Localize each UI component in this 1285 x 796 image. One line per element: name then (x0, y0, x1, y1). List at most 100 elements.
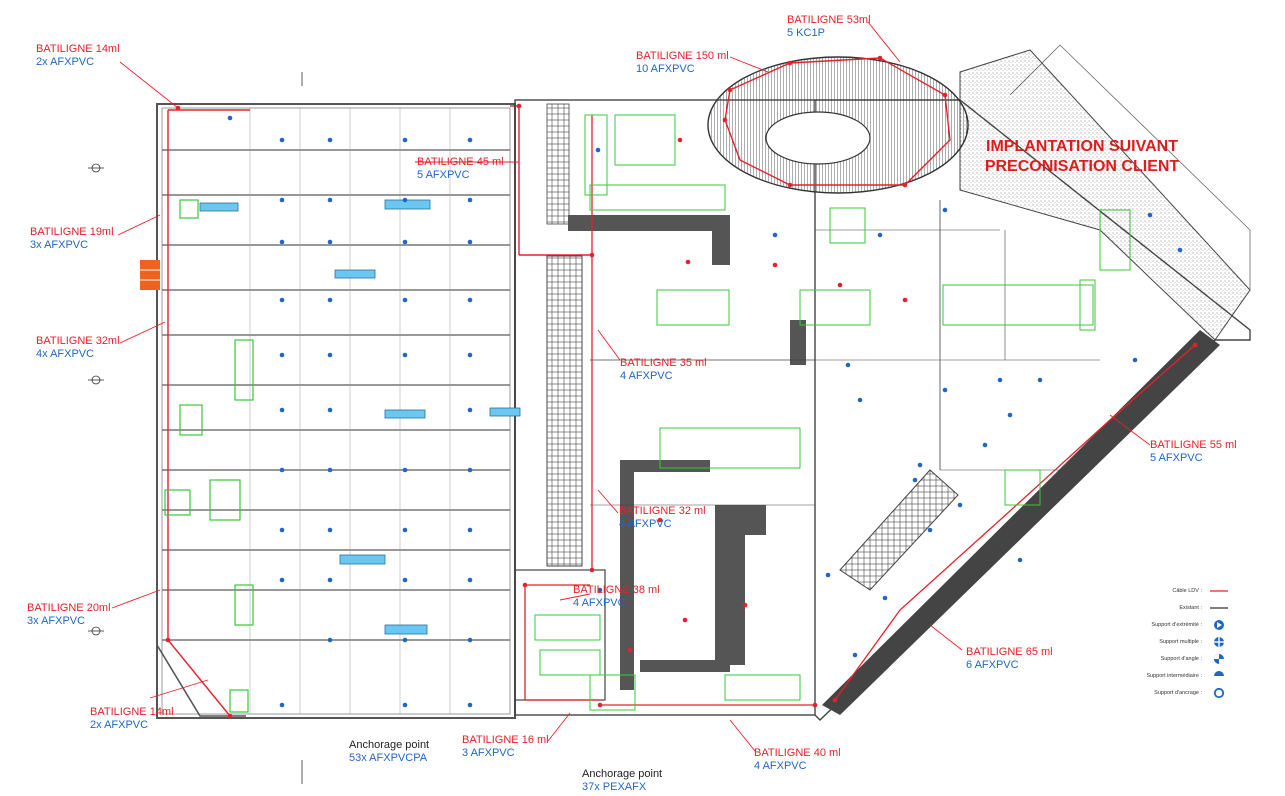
anchor-dot (279, 197, 285, 203)
lifeline-left (167, 105, 590, 717)
anchor-dot (402, 239, 408, 245)
anchor-dot (997, 377, 1003, 383)
end-dot (682, 617, 688, 623)
end-dot (727, 87, 733, 93)
anchor-dot (279, 297, 285, 303)
anchor-dot (279, 239, 285, 245)
red-line-icon (1210, 590, 1228, 592)
end-dot (685, 259, 691, 265)
anchor-dot (279, 407, 285, 413)
anchor-dot (402, 637, 408, 643)
label-batiligne-38: BATILIGNE 38 ml 4 AFXPVC (573, 584, 660, 609)
anchor-dot (467, 527, 473, 533)
legend-existing: Existant : (1110, 600, 1240, 617)
anchor-dot (467, 702, 473, 708)
end-dot (227, 713, 233, 719)
anchor-dot (917, 462, 923, 468)
anchor-dot (467, 137, 473, 143)
anchor-dot (595, 147, 601, 153)
middle-building (514, 99, 816, 716)
end-dot (942, 92, 948, 98)
section-markers (88, 72, 303, 784)
end-dot (589, 567, 595, 573)
end-dot (522, 582, 528, 588)
end-dot (787, 182, 793, 188)
anchor-support-icon (1213, 687, 1225, 699)
anchor-dot (327, 137, 333, 143)
roof-band (959, 49, 1251, 341)
anchor-dot (327, 197, 333, 203)
lifeline-right (834, 344, 1196, 701)
anchor-dot (227, 115, 233, 121)
anchor-dot (402, 577, 408, 583)
end-dot (657, 517, 663, 523)
end-dot (627, 647, 633, 653)
anchor-dot (402, 467, 408, 473)
note-line-1: IMPLANTATION SUIVANT (986, 138, 1178, 155)
end-dot (722, 117, 728, 123)
anchor-dot (402, 702, 408, 708)
implantation-note: IMPLANTATION SUIVANT PRECONISATION CLIEN… (972, 137, 1192, 177)
end-dot (742, 602, 748, 608)
anchor-dot (597, 587, 603, 593)
end-dot (677, 137, 683, 143)
anchor-dot (402, 352, 408, 358)
anchor-dot (852, 652, 858, 658)
anchor-dot (882, 595, 888, 601)
anchor-dot (327, 297, 333, 303)
end-dot (165, 637, 171, 643)
multiple-support-icon (1214, 637, 1224, 647)
diagonal-stair (839, 469, 959, 591)
anchor-dot (279, 577, 285, 583)
legend-angle-support: Support d'angle : (1110, 651, 1240, 668)
legend-anchor-support: Support d'ancrage : (1110, 685, 1240, 702)
anchor-dot (402, 137, 408, 143)
legend-end-support: Support d'extrémité : (1110, 617, 1240, 634)
anchor-dot (1017, 557, 1023, 563)
end-dot (812, 702, 818, 708)
end-dot (832, 697, 838, 703)
cyan-units (199, 199, 521, 635)
anchor-dot (327, 407, 333, 413)
anchor-dot (942, 207, 948, 213)
label-batiligne-40: BATILIGNE 40 ml 4 AFXPVC (754, 747, 841, 772)
anchor-dot (327, 239, 333, 245)
outline-shape (1009, 44, 1251, 290)
anchor-dot (467, 407, 473, 413)
end-dot (597, 702, 603, 708)
end-dot (787, 60, 793, 66)
anchor-dot (279, 467, 285, 473)
anchor-dot (912, 477, 918, 483)
end-dot (516, 103, 522, 109)
end-dot (1192, 342, 1198, 348)
leader-lines (111, 21, 1151, 752)
legend-multiple-support: Support multiple : (1110, 634, 1240, 651)
anchor-dot (467, 239, 473, 245)
end-dot (877, 55, 883, 61)
label-batiligne-53: BATILIGNE 53ml 5 KC1P (787, 14, 871, 39)
legend: Câble LDV : Existant : Support d'extrémi… (1110, 583, 1240, 702)
anchor-dot (772, 232, 778, 238)
anchor-dot (402, 197, 408, 203)
label-batiligne-35: BATILIGNE 35 ml 4 AFXPVC (620, 357, 707, 382)
anchor-dot (402, 527, 408, 533)
diagonal-wall (822, 330, 1220, 715)
anchor-dot (845, 362, 851, 368)
anchor-dots (227, 115, 1183, 708)
label-batiligne-19: BATILIGNE 19ml 3x AFXPVC (30, 226, 114, 251)
anchor-dot (279, 352, 285, 358)
anchor-dot (327, 467, 333, 473)
anchor-dot (825, 572, 831, 578)
anchor-dot (279, 702, 285, 708)
anchor-dot (327, 352, 333, 358)
left-building (156, 103, 516, 719)
end-dot (902, 182, 908, 188)
anchor-dot (467, 352, 473, 358)
anchor-dot (857, 397, 863, 403)
anchor-dot (467, 297, 473, 303)
anchor-dot (957, 502, 963, 508)
label-batiligne-32-mid: BATILIGNE 32 ml 4 AFXPVC (619, 505, 706, 530)
label-batiligne-14-top: BATILIGNE 14ml 2x AFXPVC (36, 43, 120, 68)
anchor-dot (1147, 212, 1153, 218)
equipment-blocks (534, 114, 1131, 711)
